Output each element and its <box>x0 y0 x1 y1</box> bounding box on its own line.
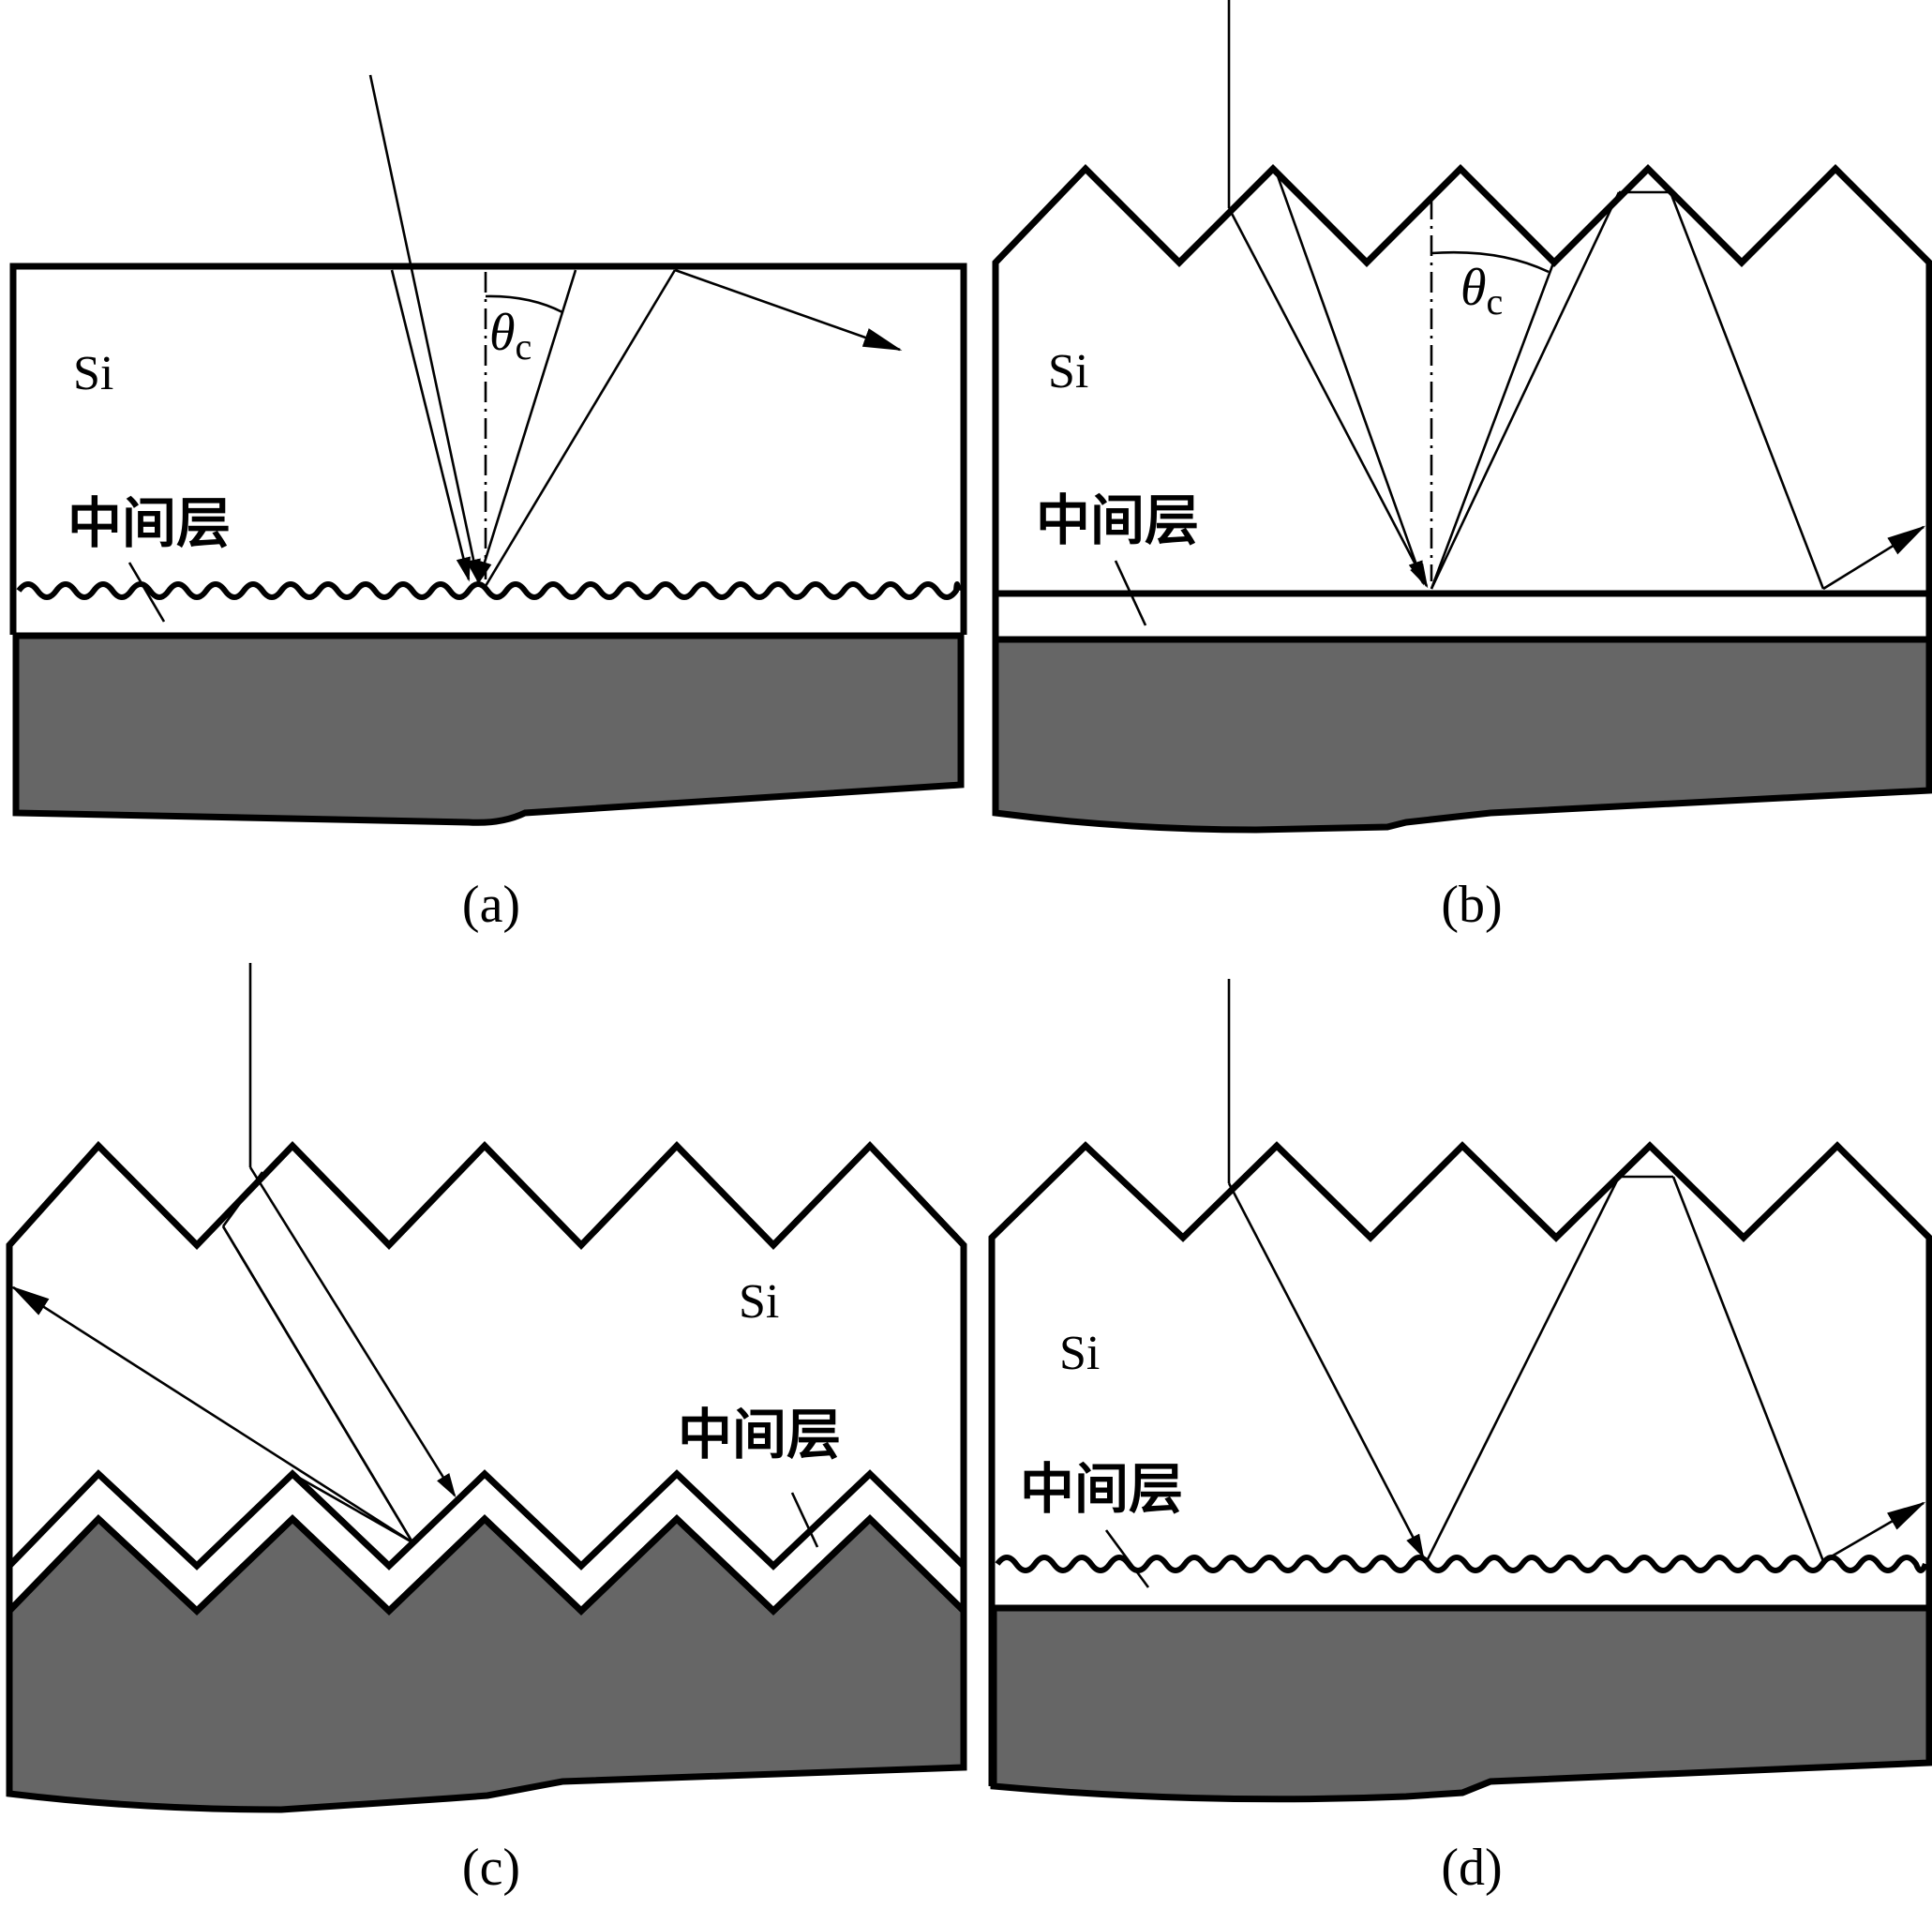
panel-b-escape-ray <box>1822 525 1926 591</box>
panel-d-material-label: Si <box>1059 1327 1100 1380</box>
panel-c: Si 中间层 (c) <box>6 963 967 1897</box>
panel-a-ray-4 <box>484 269 677 587</box>
panel-a-ray-3 <box>476 269 577 586</box>
panel-a-material-label: Si <box>73 347 113 400</box>
panel-b-substrate <box>992 636 1932 834</box>
panel-d-textured-interface <box>995 1555 1928 1573</box>
panel-a-angle-label: θc <box>489 304 532 368</box>
panel-a-textured-interface <box>16 581 961 600</box>
panel-a-ray-2 <box>390 269 471 582</box>
panel-c-ray-2 <box>221 1171 264 1227</box>
panel-d-layer-label: 中间层 <box>1020 1457 1183 1521</box>
panel-b-ray-2 <box>1275 173 1425 586</box>
panel-b-ray-1 <box>1227 207 1429 589</box>
panel-c-interlayer-bottom <box>7 1514 966 1616</box>
panel-c-layer-label: 中间层 <box>678 1403 841 1466</box>
panel-a-substrate <box>12 632 965 826</box>
panel-c-ray-1 <box>248 1166 457 1498</box>
panel-c-escape-ray <box>10 1285 413 1544</box>
panel-b-layer-leader <box>1114 560 1147 626</box>
panel-c-outline <box>6 1140 967 1794</box>
panel-b-material-label: Si <box>1048 345 1088 398</box>
panel-a-outline <box>9 263 967 635</box>
panel-b: θc Si 中间层 (b) <box>992 0 1932 934</box>
panel-d-layer-leader <box>1104 1529 1150 1588</box>
panel-b-layer-label: 中间层 <box>1036 489 1199 552</box>
panel-b-silicon-region <box>996 169 1929 594</box>
panel-b-caption: (b) <box>1441 876 1502 934</box>
panel-c-layer-leader <box>790 1492 819 1548</box>
panel-a-caption: (a) <box>462 876 520 934</box>
panel-c-material-label: Si <box>739 1275 779 1329</box>
panel-b-ray-4 <box>1430 191 1621 590</box>
panel-a-incident-ray <box>368 74 481 584</box>
panel-c-interlayer-top <box>7 1469 966 1571</box>
panel-d-outline <box>988 1141 1932 1786</box>
panel-a-angle-arc <box>485 294 563 314</box>
panel-b-ray-3 <box>1430 260 1556 590</box>
panel-b-angle-arc <box>1430 250 1550 274</box>
panel-c-ray-4 <box>221 1225 414 1543</box>
panel-b-ray-5 <box>1669 191 1825 590</box>
panel-a-escape-ray <box>674 268 903 352</box>
panel-c-caption: (c) <box>462 1839 520 1897</box>
panel-d-caption: (d) <box>1441 1839 1502 1897</box>
panel-b-outline <box>992 163 1932 639</box>
panel-d-escape-ray <box>1822 1501 1926 1563</box>
panel-d-ray-3 <box>1671 1176 1825 1562</box>
panel-a-layer-leader <box>127 562 166 623</box>
panel-d-substrate <box>990 1604 1932 1803</box>
panel-d-ray-2 <box>1425 1176 1621 1562</box>
panel-d: Si 中间层 (d) <box>988 979 1932 1897</box>
panel-d-ray-1 <box>1227 1182 1425 1559</box>
panel-d-silicon-region <box>992 1146 1929 1606</box>
panel-b-angle-label: θc <box>1460 259 1503 323</box>
panel-a-layer-label: 中间层 <box>67 491 231 555</box>
panel-a: θc Si 中间层 (a) <box>9 74 967 934</box>
